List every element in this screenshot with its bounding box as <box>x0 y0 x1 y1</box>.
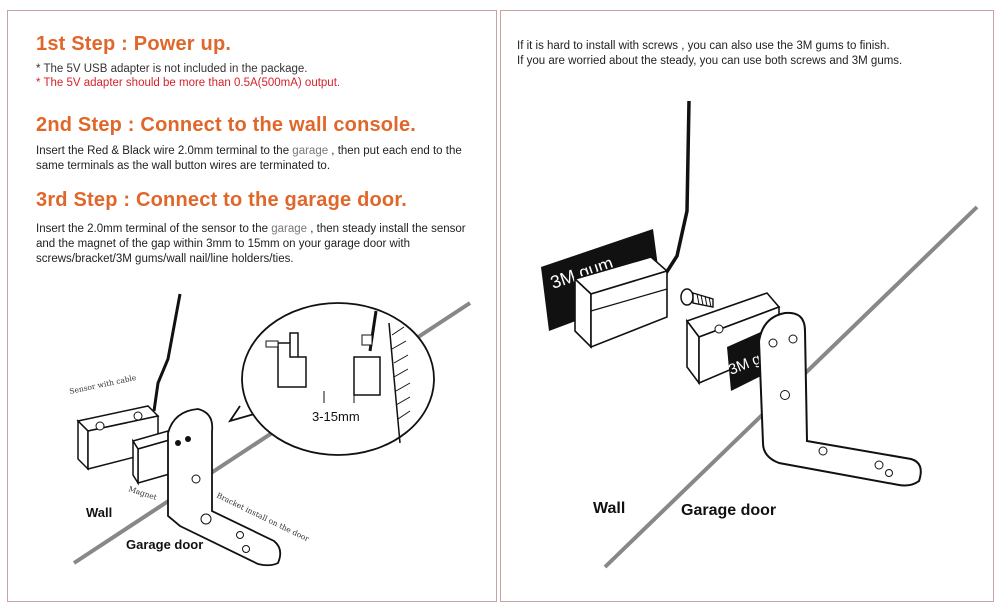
step2-text: Insert the Red & Black wire 2.0mm termin… <box>36 144 481 174</box>
right-line1: If it is hard to install with screws , y… <box>517 40 890 52</box>
step1-note-adapter: * The 5V adapter should be more than 0.5… <box>36 77 341 89</box>
step3-text-a: Insert the 2.0mm terminal of the sensor … <box>36 223 272 235</box>
gap-zoom-bubble <box>227 302 435 456</box>
screw-icon <box>680 288 714 308</box>
wall-label: Wall <box>86 505 112 520</box>
right-diagram: 3M gum 3M g <box>541 100 979 569</box>
step2-title: 2nd Step : Connect to the wall console. <box>36 114 417 136</box>
step2-text-a: Insert the Red & Black wire 2.0mm termin… <box>36 145 293 157</box>
sensor-block <box>76 405 160 471</box>
wall-label-right: Wall <box>593 500 625 517</box>
right-instructions: If it is hard to install with screws , y… <box>517 39 977 69</box>
step3-text-b: , then steady install the sensor and the… <box>36 223 466 265</box>
garage-door-label: Garage door <box>126 537 203 552</box>
right-panel: If it is hard to install with screws , y… <box>500 10 994 602</box>
left-diagram: Sensor with cable Magnet Bracket install… <box>69 293 472 567</box>
magnet-block <box>131 430 175 486</box>
garage-door-label-right: Garage door <box>681 502 776 519</box>
sensor-label: Sensor with cable <box>69 373 138 396</box>
sensor-cable <box>152 293 182 412</box>
sensor-block-right <box>573 256 669 349</box>
step3-title: 3rd Step : Connect to the garage door. <box>36 189 407 211</box>
sensor-cable-right <box>659 100 691 282</box>
magnet-block-right <box>685 292 781 391</box>
left-panel: 1st Step : Power up. * The 5V USB adapte… <box>7 10 497 602</box>
step1-note-usb: * The 5V USB adapter is not included in … <box>36 63 308 75</box>
door-bracket-right <box>757 311 922 487</box>
step3-tag: garage <box>271 223 308 235</box>
step2-tag: garage <box>292 145 329 157</box>
step3-text: Insert the 2.0mm terminal of the sensor … <box>36 222 481 267</box>
right-line2: If you are worried about the steady, you… <box>517 55 903 67</box>
step1-title: 1st Step : Power up. <box>36 33 232 55</box>
gap-label: 3-15mm <box>312 409 360 424</box>
step2-text-b: , then put each end to the same terminal… <box>36 145 462 172</box>
magnet-label: Magnet <box>127 484 158 502</box>
door-bracket <box>167 408 282 567</box>
